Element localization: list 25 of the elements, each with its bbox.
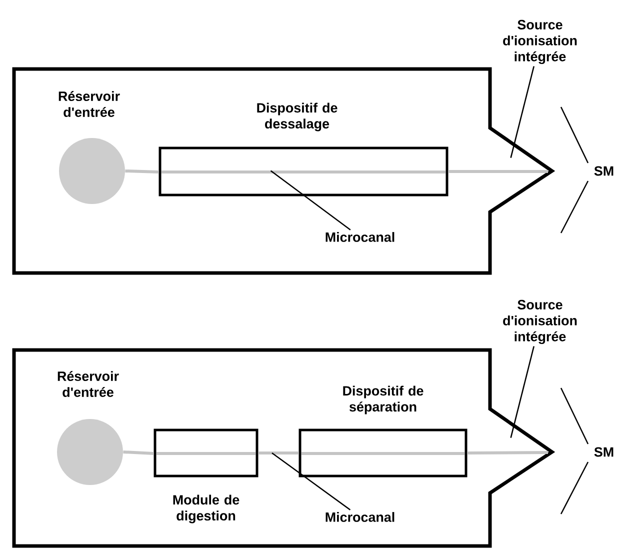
- callout-text: Microcanal: [326, 512, 394, 522]
- callout-text: Source d'ionisation intégrée: [503, 300, 577, 344]
- channel: [448, 170, 548, 173]
- leader-line: [510, 346, 535, 438]
- leader-line: [510, 66, 535, 158]
- callout-text: Source d'ionisation intégrée: [503, 20, 577, 64]
- chip-outline: [12, 348, 556, 548]
- device-box: Dispositif de séparation: [298, 386, 468, 478]
- device-box: Module de digestion: [154, 428, 258, 524]
- chip-outline: [12, 67, 556, 275]
- channel: [467, 451, 548, 454]
- instrument-label: SM: [594, 166, 614, 176]
- channel: [125, 170, 159, 174]
- leader-line: [270, 170, 351, 230]
- node-label: Dispositif de dessalage: [257, 102, 338, 132]
- node-label: Réservoir d'entrée: [58, 371, 119, 397]
- instrument-label: SM: [594, 447, 614, 457]
- node-label: Réservoir d'entrée: [58, 91, 120, 117]
- channel: [258, 452, 299, 454]
- leader-line: [272, 452, 351, 510]
- channel: [123, 450, 154, 455]
- node-label: Dispositif de séparation: [343, 386, 424, 414]
- node-label: Module de digestion: [173, 494, 240, 524]
- device-box: Dispositif de dessalage: [158, 102, 448, 196]
- callout-text: Microcanal: [326, 232, 394, 242]
